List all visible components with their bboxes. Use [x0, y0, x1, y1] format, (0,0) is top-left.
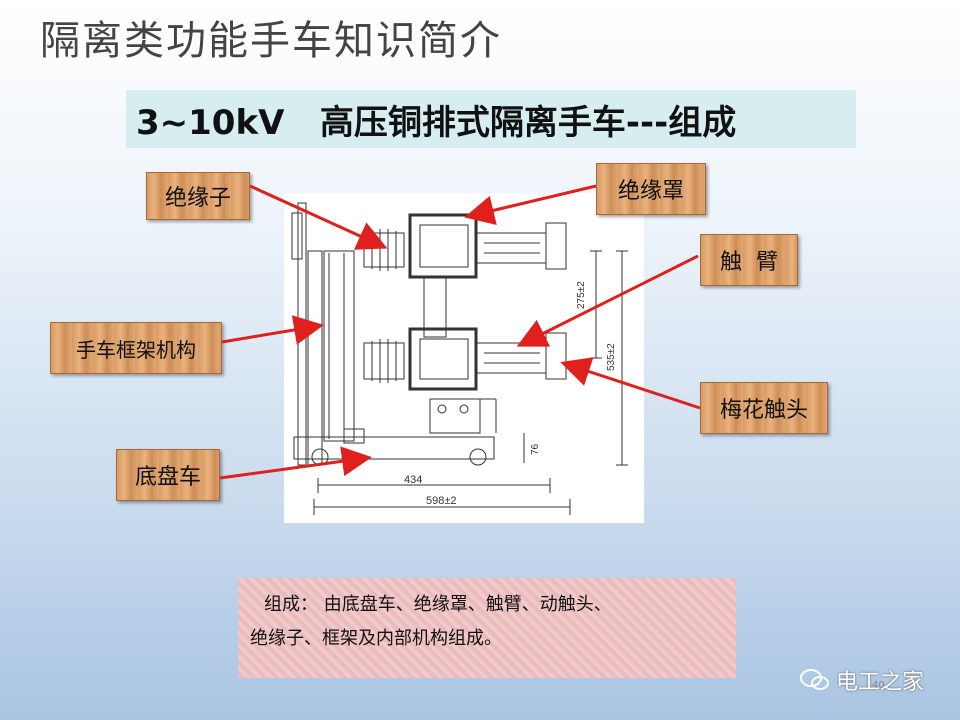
arrow-insulator [249, 184, 388, 250]
chassis [293, 436, 495, 460]
wheel-right [469, 448, 487, 466]
handle [291, 212, 303, 260]
watermark: 电工之家 [800, 664, 924, 696]
wechat-icon [800, 669, 829, 690]
subtitle-bar: 3~10kV 高压铜排式隔离手车---组成 [126, 90, 856, 148]
dim-535: 535±2 [606, 343, 617, 371]
label-insulating-cover-text: 绝缘罩 [617, 179, 684, 204]
frame-inner [323, 250, 355, 442]
dim-598: 598±2 [426, 495, 457, 507]
arrow-contact-arm [516, 254, 699, 347]
lower-plum-contact [545, 332, 567, 380]
dim-76: 76 [530, 443, 541, 455]
note-line-1: 组成： 由底盘车、绝缘罩、触臂、动触头、 [264, 594, 612, 615]
arrow-plum-contact [560, 357, 701, 410]
label-frame-mechanism-text: 手车框架机构 [76, 337, 196, 362]
dim-275: 275±2 [576, 281, 587, 309]
arrow-chassis-truck [219, 446, 372, 480]
subtitle-text: 3~10kV 高压铜排式隔离手车---组成 [136, 102, 737, 143]
label-chassis-truck: 底盘车 [116, 449, 220, 501]
label-plum-contact: 梅花触头 [700, 382, 828, 434]
note-line-2: 绝缘子、框架及内部机构组成。 [250, 628, 502, 649]
lower-insulator-body [363, 342, 405, 380]
slide-title: 隔离类功能手车知识简介 [40, 18, 502, 64]
upper-plum-contact [545, 222, 567, 270]
bracket [429, 398, 481, 434]
dim-434: 434 [404, 474, 422, 486]
busbar [423, 276, 447, 338]
label-chassis-truck-text: 底盘车 [134, 465, 201, 490]
composition-note: 组成： 由底盘车、绝缘罩、触臂、动触头、 绝缘子、框架及内部机构组成。 [238, 578, 736, 678]
label-insulating-cover: 绝缘罩 [596, 163, 706, 215]
watermark-text: 电工之家 [836, 670, 925, 695]
label-frame-mechanism: 手车框架机构 [50, 322, 222, 374]
lower-insulator-sheds [371, 339, 397, 383]
label-contact-arm-text: 触 臂 [720, 250, 778, 275]
label-contact-arm: 触 臂 [700, 234, 798, 286]
label-insulator: 绝缘子 [146, 172, 250, 220]
label-insulator-text: 绝缘子 [164, 186, 231, 211]
arrow-frame-mechanism [221, 315, 324, 345]
arrow-insulating-cover [464, 184, 597, 226]
page-number: 40 [872, 680, 885, 691]
label-plum-contact-text: 梅花触头 [719, 398, 808, 423]
